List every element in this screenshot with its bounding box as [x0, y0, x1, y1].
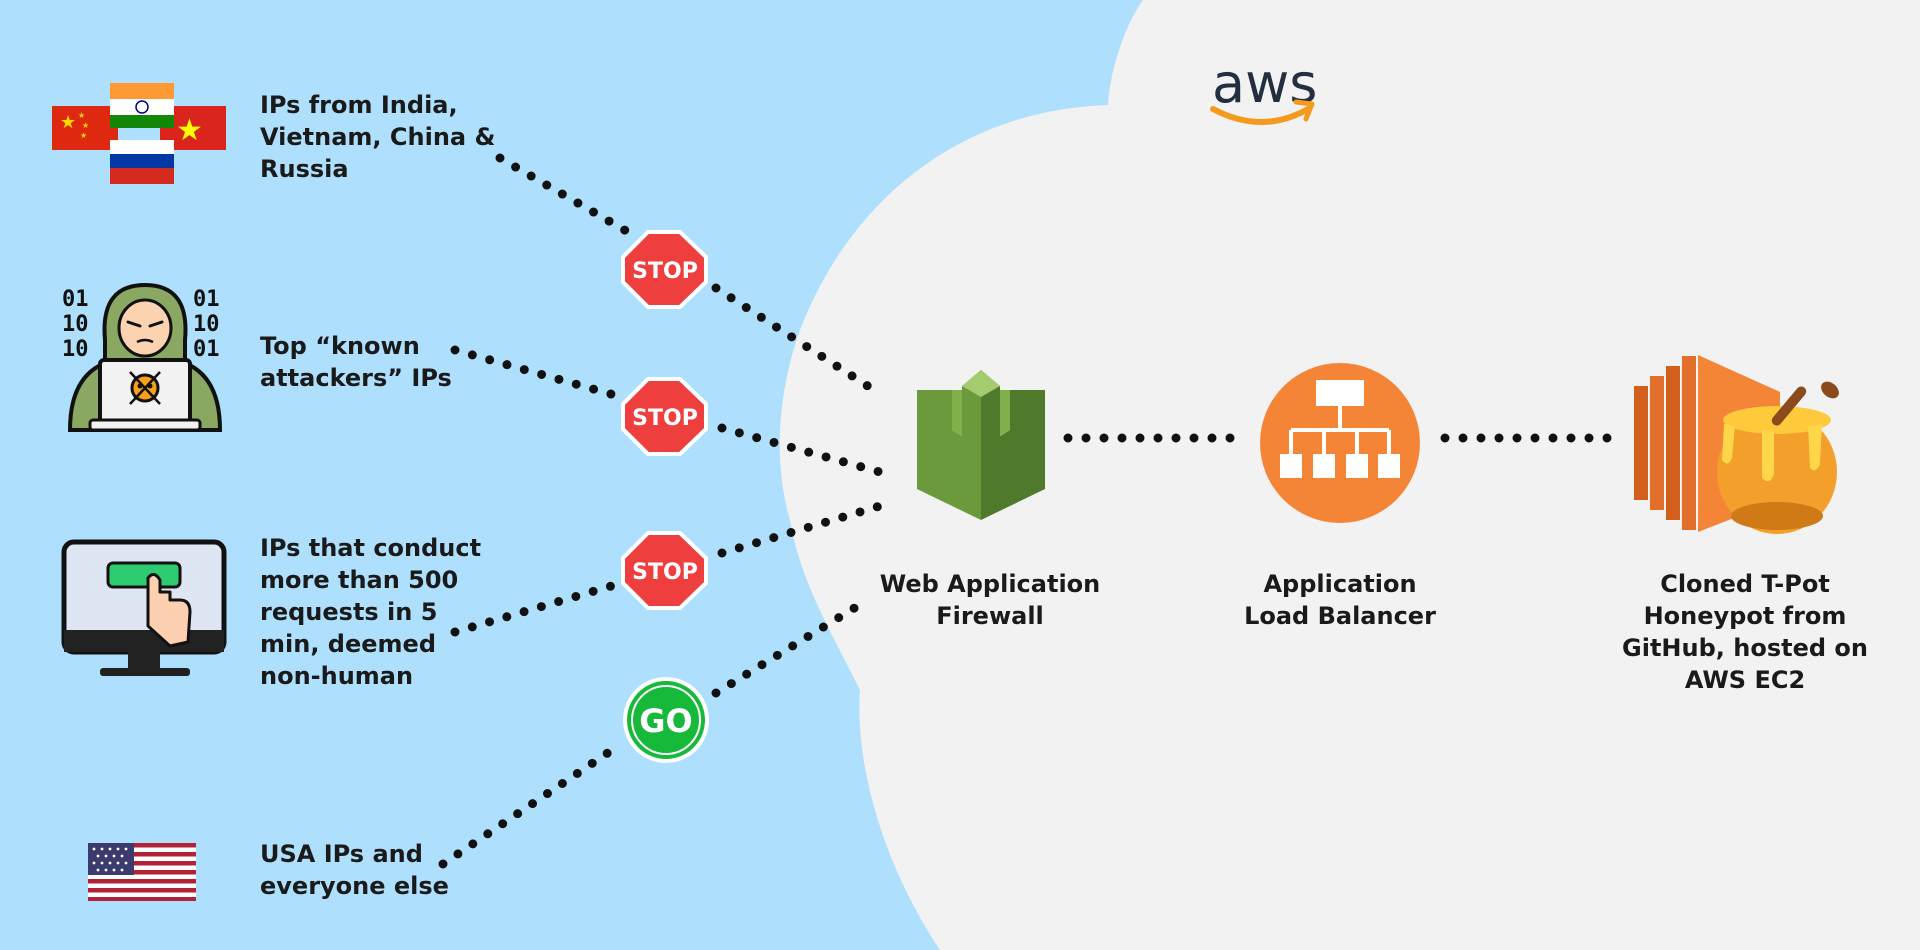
waf-label-line-2: Firewall	[936, 602, 1044, 630]
waf-icon	[917, 370, 1045, 520]
alb-label-line-2: Load Balancer	[1244, 602, 1436, 630]
svg-text:01: 01	[193, 287, 220, 312]
connector-source-3-to-stop	[450, 577, 630, 637]
monitor-click-icon	[61, 539, 227, 676]
svg-text:01: 01	[193, 337, 220, 362]
connector-source-1-to-stop	[495, 153, 633, 237]
flags-icon: ★ ★ ★ ★ ★	[52, 83, 226, 184]
svg-text:10: 10	[193, 312, 220, 337]
svg-text:★: ★	[60, 112, 76, 133]
alb-label-line-1: Application	[1263, 570, 1417, 598]
source-label-4-line-1: USA IPs and	[260, 840, 423, 868]
source-label-3: IPs that conduct more than 500 requests …	[260, 532, 481, 692]
source-label-1-line-2: Vietnam, China &	[260, 123, 496, 151]
honeypot-icon	[1634, 355, 1839, 534]
source-label-3-line-3: requests in 5	[260, 598, 438, 626]
waf-label: Web Application Firewall	[870, 568, 1110, 632]
source-label-4-line-2: everyone else	[260, 872, 449, 900]
stop-sign-3-label: STOP	[632, 560, 698, 585]
source-label-3-line-5: non-human	[260, 662, 414, 690]
go-sign-label: GO	[639, 702, 692, 740]
usa-flag-icon	[88, 843, 196, 901]
aws-smile-icon	[1210, 106, 1311, 125]
waf-label-line-1: Web Application	[879, 570, 1101, 598]
source-label-1-line-3: Russia	[260, 155, 349, 183]
honeypot-label-line-2: Honeypot from	[1643, 602, 1847, 630]
source-label-1: IPs from India, Vietnam, China & Russia	[260, 89, 495, 185]
connector-stop-1-to-waf	[711, 283, 882, 397]
source-label-3-line-2: more than 500	[260, 566, 459, 594]
honeypot-label-line-3: GitHub, hosted on	[1622, 634, 1868, 662]
aws-smile-arrow-icon	[1293, 99, 1315, 122]
aws-logo-text: aws	[1212, 52, 1317, 115]
svg-text:★: ★	[78, 111, 85, 120]
stop-sign-2: STOP	[621, 377, 708, 456]
honeypot-label: Cloned T-Pot Honeypot from GitHub, hoste…	[1615, 568, 1875, 696]
svg-text:★: ★	[82, 121, 89, 130]
svg-text:10: 10	[62, 312, 89, 337]
honeypot-label-line-1: Cloned T-Pot	[1660, 570, 1830, 598]
svg-text:★: ★	[176, 113, 203, 148]
stop-sign-2-label: STOP	[632, 406, 698, 431]
aws-logo: aws	[1210, 52, 1317, 125]
connector-source-2-to-stop	[450, 345, 630, 403]
go-sign: GO	[623, 677, 709, 763]
source-label-2-line-2: attackers” IPs	[260, 364, 452, 392]
svg-text:10: 10	[62, 337, 89, 362]
connectors	[438, 153, 1615, 869]
svg-text:★: ★	[80, 131, 87, 140]
source-label-3-line-1: IPs that conduct	[260, 534, 482, 562]
honeypot-label-line-4: AWS EC2	[1684, 666, 1806, 694]
alb-label: Application Load Balancer	[1220, 568, 1460, 632]
source-label-2-line-1: Top “known	[260, 332, 420, 360]
connector-source-4-to-go	[438, 741, 623, 869]
stop-sign-1-label: STOP	[632, 259, 698, 284]
stop-sign-1: STOP	[621, 230, 708, 309]
svg-text:01: 01	[62, 287, 89, 312]
source-label-4: USA IPs and everyone else	[260, 838, 449, 902]
load-balancer-icon	[1260, 363, 1420, 523]
source-label-3-line-4: min, deemed	[260, 630, 436, 658]
source-label-2: Top “known attackers” IPs	[260, 330, 452, 394]
source-label-1-line-1: IPs from India,	[260, 91, 458, 119]
stop-sign-3: STOP	[621, 531, 708, 610]
